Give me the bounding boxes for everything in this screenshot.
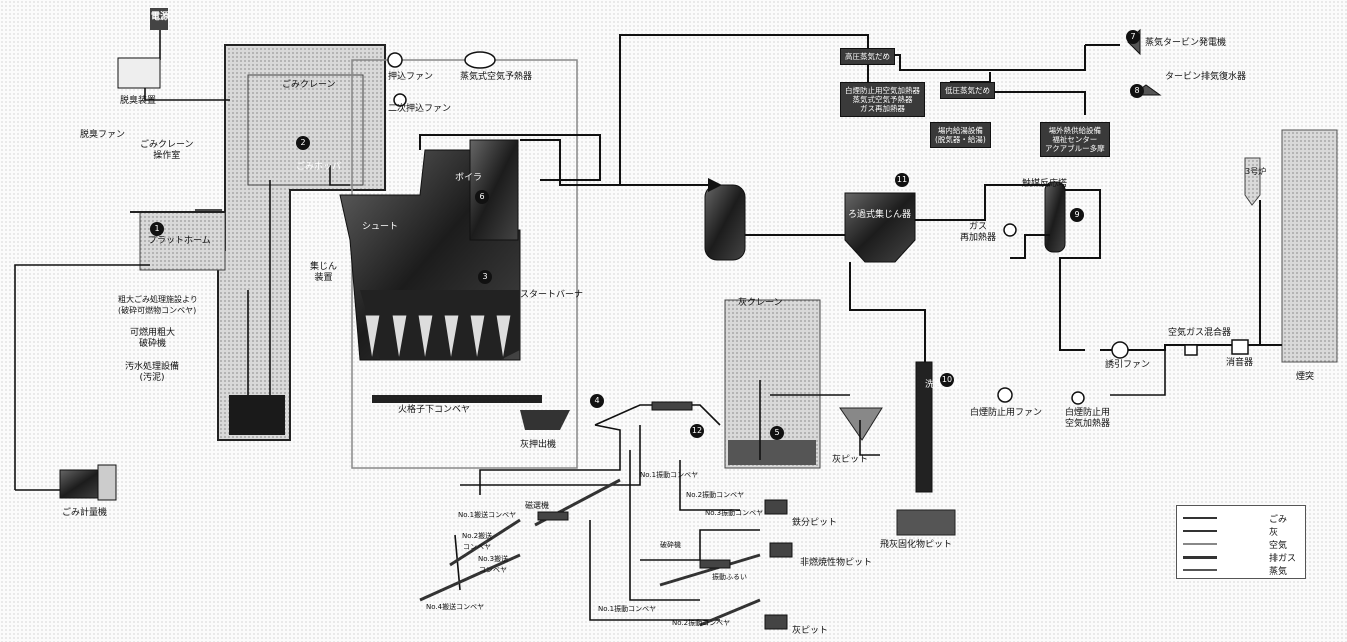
legend-row-steam: 蒸気 bbox=[1183, 564, 1303, 577]
box-supply-facility: 白煙防止用空気加熱器 蒸気式空気予熱器 ガス再加熱器 bbox=[840, 82, 925, 117]
legend-label-gas: 排ガス bbox=[1269, 554, 1297, 564]
label-conv-no4: No.4搬送コンベヤ bbox=[426, 603, 485, 611]
label-magnetic: 磁選機 bbox=[525, 501, 549, 510]
label-conv-c: No.3振動コンベヤ bbox=[705, 509, 764, 517]
label-bulky: 粗大ごみ処理施設より (破砕可燃物コンベヤ) bbox=[118, 295, 198, 315]
label-silencer: 消音器 bbox=[1226, 358, 1254, 368]
label-fly-ash-pit: 飛灰固化物ピット bbox=[880, 540, 953, 550]
label-boiler: ボイラ bbox=[455, 173, 483, 183]
label-iron-pit: 鉄分ピット bbox=[792, 518, 838, 528]
label-secondary-fan: 二次押込ファン bbox=[388, 104, 452, 114]
marker-1: 1 bbox=[150, 222, 164, 236]
label-crusher2: 破砕機 bbox=[660, 541, 681, 549]
marker-4: 4 bbox=[590, 394, 604, 408]
label-turbine: 蒸気タービン発電機 bbox=[1145, 38, 1227, 48]
label-gomi-crane: ごみクレーン bbox=[282, 80, 336, 90]
label-crane-room: ごみクレーン 操作室 bbox=[140, 140, 194, 161]
marker-3: 3 bbox=[478, 270, 492, 284]
label-conv-e: No.2振動コンベヤ bbox=[672, 619, 731, 627]
box-low-pressure-header: 低圧蒸気だめ bbox=[940, 82, 995, 99]
marker-10: 10 bbox=[940, 373, 954, 387]
label-crusher: 可燃用粗大 破砕機 bbox=[130, 328, 176, 349]
label-conv-d: No.1振動コンベヤ bbox=[598, 605, 657, 613]
label-air-mixer: 空気ガス混合器 bbox=[1168, 328, 1232, 338]
box-plant-use: 場内給湯設備 (脱気器・給湯) bbox=[930, 122, 991, 148]
legend-row-ash: 灰 bbox=[1183, 525, 1303, 538]
label-catalytic: 触媒反応塔 bbox=[1022, 179, 1068, 189]
label-steam-preheater: 蒸気式空気予熱器 bbox=[460, 72, 533, 82]
label-conv-no3: No.3搬送 コンベヤ bbox=[478, 555, 509, 574]
label-conv-no1: No.1搬送コンベヤ bbox=[458, 511, 517, 519]
label-grate-conveyor: 火格子下コンベヤ bbox=[398, 405, 471, 415]
marker-11: 11 bbox=[895, 173, 909, 187]
label-nonflammable-pit: 非燃焼性物ピット bbox=[800, 558, 873, 568]
box-area-supply: 場外熱供給設備 福祉センター アクアブルー多摩 bbox=[1040, 122, 1110, 157]
label-conv-b: No.2振動コンベヤ bbox=[686, 491, 745, 499]
label-no3: 3号炉 bbox=[1245, 167, 1267, 176]
label-dust-unit: 集じん 装置 bbox=[310, 262, 338, 283]
label-platform: プラットホーム bbox=[148, 236, 211, 246]
label-sewage: 汚水処理設備 (汚泥) bbox=[125, 362, 180, 383]
legend-row-gomi: ごみ bbox=[1183, 512, 1303, 525]
legend-label-steam: 蒸気 bbox=[1269, 567, 1288, 577]
legend: ごみ 灰 空気 排ガス 蒸気 bbox=[1176, 505, 1306, 579]
label-conv-a: No.1振動コンベヤ bbox=[640, 471, 699, 479]
legend-row-gas: 排ガス bbox=[1183, 551, 1303, 564]
label-dasshu-sochi: 脱臭装置 bbox=[120, 96, 157, 106]
marker-2: 2 bbox=[296, 136, 310, 150]
legend-label-gomi: ごみ bbox=[1269, 515, 1288, 525]
legend-label-ash: 灰 bbox=[1269, 528, 1279, 538]
label-white-smoke-fan: 白煙防止用ファン bbox=[970, 408, 1043, 418]
label-hopper: ごみホッパ bbox=[296, 162, 342, 172]
label-start-burner: スタートバーナ bbox=[520, 290, 584, 300]
label-ash-pusher: 灰押出機 bbox=[520, 440, 557, 450]
label-conv-no2: No.2搬送 コンベヤ bbox=[462, 532, 493, 551]
label-forced-fan: 押込ファン bbox=[388, 72, 434, 82]
label-denki: 電源 bbox=[151, 12, 170, 22]
box-high-pressure-header: 高圧蒸気だめ bbox=[840, 48, 895, 65]
label-sifter: 振動ふるい bbox=[712, 573, 747, 581]
label-scale: ごみ計量機 bbox=[62, 508, 108, 518]
label-reheater: ガス 再加熱器 bbox=[960, 222, 997, 243]
label-ash-crane: 灰クレーン bbox=[738, 298, 783, 308]
marker-8: 8 bbox=[1130, 84, 1144, 98]
label-induced-fan: 誘引ファン bbox=[1105, 360, 1151, 370]
legend-row-air: 空気 bbox=[1183, 538, 1303, 551]
label-chimney: 煙突 bbox=[1296, 372, 1315, 382]
marker-6: 6 bbox=[475, 190, 489, 204]
label-ash-pit: 灰ピット bbox=[832, 455, 869, 465]
label-turbine-condenser: タービン排気復水器 bbox=[1165, 72, 1247, 82]
label-ash-pit2: 灰ピット bbox=[792, 626, 829, 636]
label-white-smoke-heater: 白煙防止用 空気加熱器 bbox=[1065, 408, 1111, 429]
marker-9: 9 bbox=[1070, 208, 1084, 222]
label-bag-filter: ろ過式集じん器 bbox=[848, 210, 912, 220]
marker-7: 7 bbox=[1126, 30, 1140, 44]
marker-12: 12 bbox=[690, 424, 704, 438]
label-shudo: シュート bbox=[362, 222, 399, 232]
label-dasshu-fan: 脱臭ファン bbox=[80, 130, 126, 140]
legend-label-air: 空気 bbox=[1269, 541, 1288, 551]
marker-5: 5 bbox=[770, 426, 784, 440]
